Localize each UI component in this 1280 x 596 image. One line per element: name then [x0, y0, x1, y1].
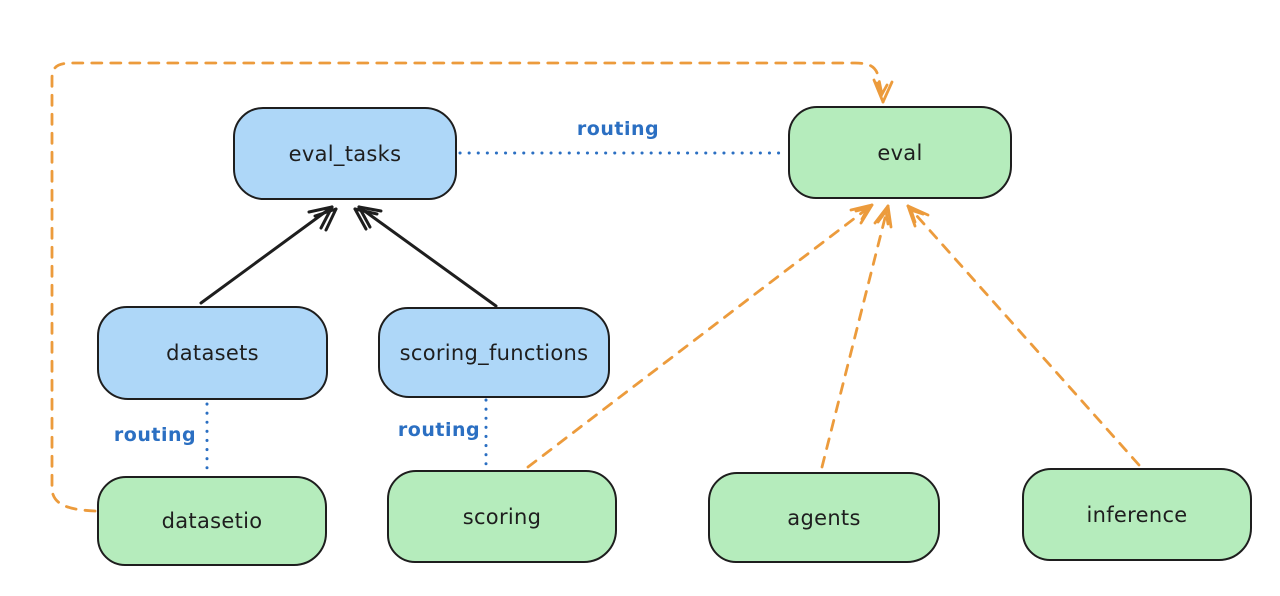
- node-datasetio: datasetio: [97, 476, 327, 566]
- node-scoring: scoring: [387, 470, 617, 563]
- edge-inference-eval: [906, 204, 1141, 467]
- edge-scoring-functions-eval-tasks: [353, 205, 498, 308]
- node-inference: inference: [1022, 468, 1252, 561]
- routing-label-datasets-datasetio: routing: [113, 424, 197, 446]
- edge-agents-eval: [820, 204, 893, 469]
- node-agents: agents: [708, 472, 940, 563]
- node-eval-tasks: eval_tasks: [233, 107, 457, 200]
- edge-datasetio-eval: [50, 61, 894, 513]
- node-datasets: datasets: [97, 306, 328, 400]
- edge-scoring-eval: [526, 203, 874, 469]
- node-eval: eval: [788, 106, 1012, 199]
- routing-label-scoring-functions-scoring: routing: [397, 419, 481, 441]
- routing-label-eval-tasks-eval: routing: [576, 118, 660, 140]
- edge-datasets-eval-tasks: [199, 205, 338, 305]
- node-scoring-functions: scoring_functions: [378, 307, 610, 398]
